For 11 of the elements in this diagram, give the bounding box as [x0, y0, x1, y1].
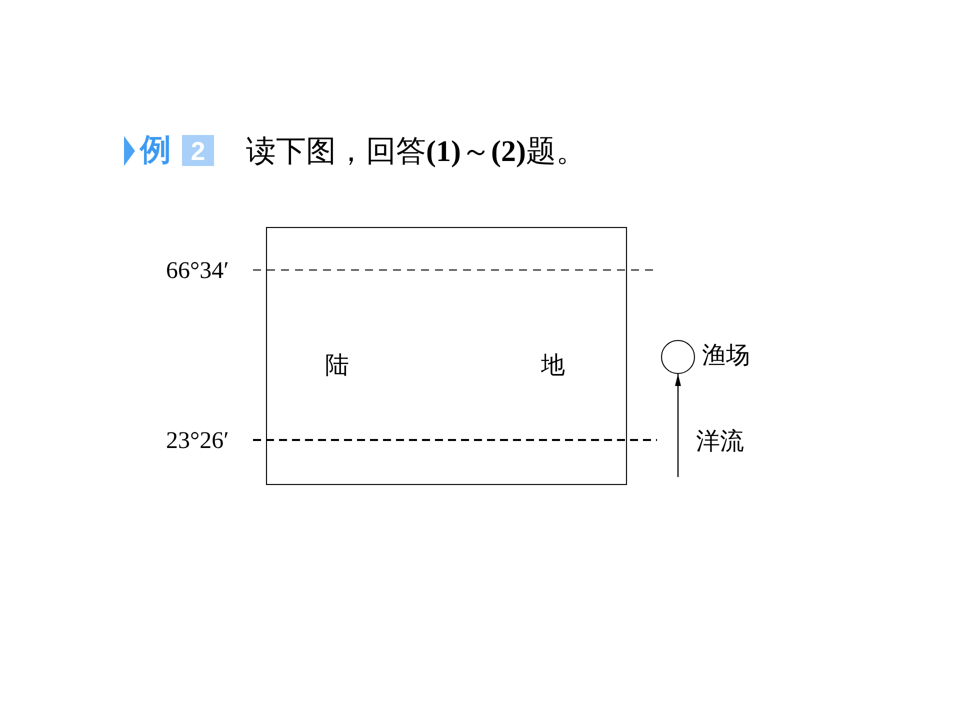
latitude-label: 66°34′: [166, 259, 229, 283]
question-text: 读下图，回答(1)～(2)题。: [246, 137, 586, 167]
edge-label: 洋流: [696, 430, 744, 454]
arrow: [675, 374, 681, 477]
latitude-label: 23°26′: [166, 429, 229, 453]
example-label: 例: [140, 134, 171, 165]
land-label: 陆地: [325, 354, 565, 378]
fishing-ground-label: 渔场: [702, 344, 750, 368]
number-badge: 2: [182, 135, 214, 166]
fishing-ground-circle: [661, 340, 695, 374]
land-box: [266, 227, 627, 485]
